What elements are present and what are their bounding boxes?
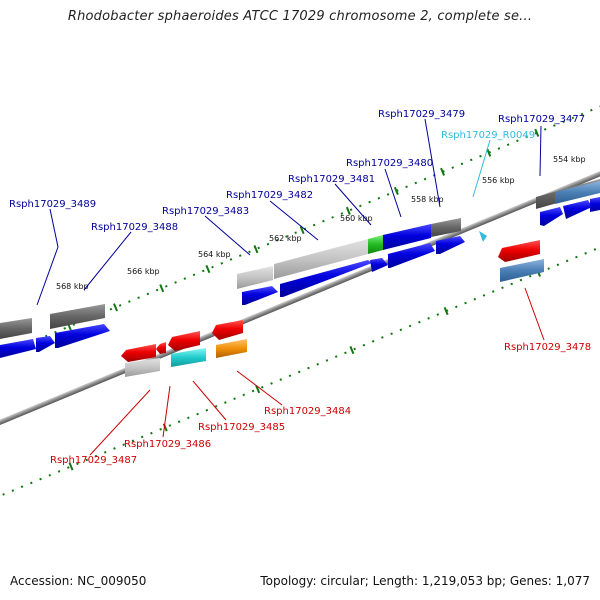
gene-label-3488[interactable]: Rsph17029_3488 (91, 222, 178, 233)
tick-label-564: 564 kbp (198, 250, 231, 259)
gene-feature-3489[interactable] (0, 318, 32, 339)
gene-feature-3477[interactable] (536, 179, 600, 209)
leader-line-3481 (334, 183, 372, 226)
cds-arrow[interactable] (280, 260, 372, 297)
cds-arrow[interactable] (242, 286, 278, 305)
tick-label-568: 568 kbp (56, 282, 89, 291)
gene-label-3478[interactable]: Rsph17029_3478 (504, 342, 591, 353)
leader-line-3489 (36, 208, 59, 306)
gene-label-3480[interactable]: Rsph17029_3480 (346, 158, 433, 169)
cds-arrow[interactable] (212, 320, 243, 340)
gene-label-3486[interactable]: Rsph17029_3486 (124, 439, 211, 450)
gene-feature-3484[interactable] (216, 339, 247, 358)
gene-feature-3486[interactable] (125, 358, 160, 377)
cds-arrow[interactable] (540, 207, 563, 226)
gene-labels: Rsph17029_3477 Rsph17029_R0049 Rsph17029… (9, 109, 591, 466)
gene-label-3477[interactable]: Rsph17029_3477 (498, 114, 585, 125)
cds-arrow[interactable] (121, 344, 156, 362)
label-leaders (36, 118, 545, 456)
accession-text: Accession: NC_009050 (10, 574, 147, 588)
tick-label-562: 562 kbp (269, 234, 302, 243)
gene-label-3479[interactable]: Rsph17029_3479 (378, 109, 465, 120)
tick-label-560: 560 kbp (340, 214, 373, 223)
leader-line-3480 (384, 168, 402, 218)
cds-arrow[interactable] (156, 342, 166, 354)
cds-arrow[interactable] (55, 324, 110, 348)
kbp-labels: 554 kbp 556 kbp 558 kbp 560 kbp 562 kbp … (56, 155, 586, 291)
cds-arrow[interactable] (370, 258, 388, 272)
tick-label-558: 558 kbp (411, 195, 444, 204)
cds-arrow[interactable] (388, 243, 435, 268)
tick-mark (205, 264, 211, 274)
gene-label-r0049[interactable]: Rsph17029_R0049 (441, 130, 535, 141)
leader-line-3488 (83, 231, 132, 291)
topology-summary: Topology: circular; Length: 1,219,053 bp… (260, 574, 590, 588)
cds-arrow[interactable] (436, 236, 465, 254)
trna-marker[interactable] (479, 231, 487, 242)
gene-label-3482[interactable]: Rsph17029_3482 (226, 190, 313, 201)
leader-line-3484 (236, 370, 283, 406)
tick-label-566: 566 kbp (127, 267, 160, 276)
gene-feature-3488[interactable] (50, 304, 105, 329)
tick-mark (486, 148, 492, 157)
gene-label-3483[interactable]: Rsph17029_3483 (162, 206, 249, 217)
gene-label-3487[interactable]: Rsph17029_3487 (50, 455, 137, 466)
tick-mark (349, 346, 355, 355)
leader-line-3478 (524, 287, 545, 341)
gene-feature-3485[interactable] (171, 348, 206, 367)
leader-line-3482 (269, 200, 319, 241)
leader-line-3486 (162, 385, 171, 438)
tick-mark (255, 385, 261, 394)
reverse-features (121, 240, 544, 377)
gene-label-3489[interactable]: Rsph17029_3489 (9, 199, 96, 210)
leader-line-3479 (424, 118, 441, 208)
tick-mark (68, 462, 74, 471)
tick-mark (159, 284, 165, 293)
tick-mark (440, 167, 446, 176)
tick-label-554: 554 kbp (553, 155, 586, 164)
forward-features (0, 179, 600, 358)
cds-arrow[interactable] (36, 336, 55, 352)
cds-arrow[interactable] (590, 197, 600, 212)
tick-label-556: 556 kbp (482, 176, 515, 185)
cds-arrow[interactable] (563, 200, 592, 219)
tick-mark (345, 206, 351, 215)
gene-feature-3483[interactable] (237, 266, 273, 289)
tick-mark (393, 186, 399, 196)
gene-feature-3479[interactable] (431, 218, 461, 237)
leader-line-3485 (192, 380, 227, 421)
tick-mark (113, 303, 118, 312)
leader-line-r0049 (472, 139, 491, 198)
leader-line-3483 (204, 215, 251, 256)
leader-line-3487 (89, 389, 151, 456)
leader-line-3477 (539, 125, 542, 177)
cds-arrow[interactable] (0, 339, 36, 358)
gene-label-3484[interactable]: Rsph17029_3484 (264, 406, 351, 417)
tick-mark (299, 225, 305, 235)
gene-label-3485[interactable]: Rsph17029_3485 (198, 422, 285, 433)
gene-feature-3478[interactable] (500, 259, 544, 282)
gene-label-3481[interactable]: Rsph17029_3481 (288, 174, 375, 185)
tick-mark (534, 128, 540, 137)
tick-mark (253, 245, 259, 254)
tick-mark (443, 306, 449, 316)
page-title: Rhodobacter sphaeroides ATCC 17029 chrom… (67, 9, 533, 24)
gene-feature-3480-3483[interactable] (274, 224, 431, 279)
cds-arrow[interactable] (498, 240, 540, 262)
cds-arrow[interactable] (168, 331, 200, 351)
